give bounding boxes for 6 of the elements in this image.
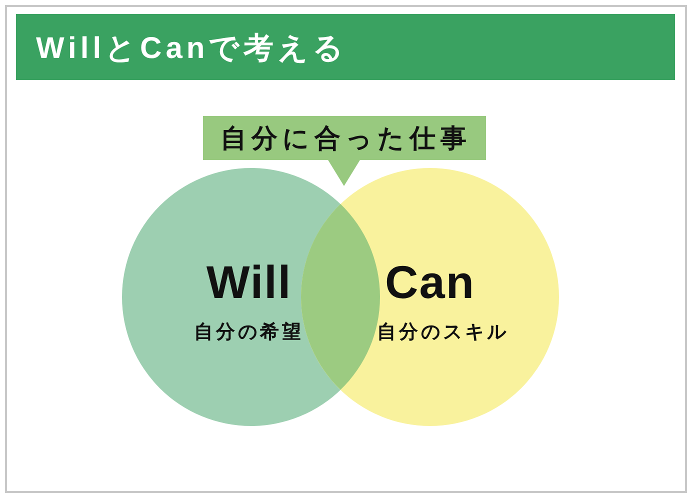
circle-caption: 自分のスキル: [377, 321, 509, 345]
circle-label: Will: [206, 257, 292, 307]
circle-caption: 自分の希望: [194, 321, 304, 345]
circle-label: Can: [385, 257, 475, 307]
title-banner: WillとCanで考える: [16, 14, 675, 80]
callout-text: 自分に合った仕事: [220, 123, 472, 153]
